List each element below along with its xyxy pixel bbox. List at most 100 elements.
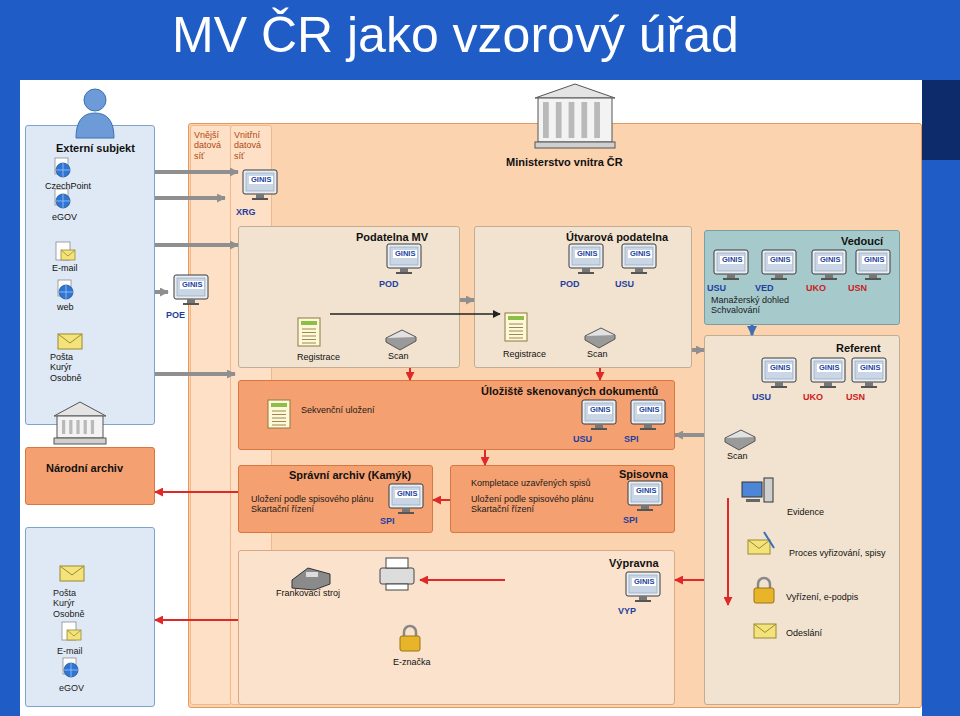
flow-arrow-decor <box>727 498 729 605</box>
flow-arrow <box>433 499 450 501</box>
system-tag: GINIS <box>628 250 652 258</box>
module-code: SPI <box>380 516 395 526</box>
flow-arrow-decor <box>330 313 500 315</box>
document-line <box>272 425 286 426</box>
box-heading: Podatelna MV <box>356 231 428 244</box>
printer-tray <box>386 584 408 590</box>
monitor-stand <box>727 274 735 278</box>
flow-arrow-decor <box>155 196 225 200</box>
monitor-icon <box>389 484 423 508</box>
page-icon <box>56 242 70 260</box>
document-band <box>271 403 287 407</box>
monitor-icon <box>631 400 665 424</box>
icon-caption: Vyřízení, e-podpis <box>786 592 858 602</box>
flow-arrow <box>460 298 474 302</box>
flow-arrow-decor <box>420 579 505 581</box>
system-tag: GINIS <box>634 487 658 495</box>
flow-arrow <box>155 619 238 621</box>
monitor-base <box>821 278 837 280</box>
icon-caption: Scan <box>587 349 608 359</box>
monitor-base <box>635 600 651 602</box>
monitor-screen <box>625 247 653 265</box>
icon-caption: Registrace <box>297 352 340 362</box>
document-line <box>272 418 286 419</box>
box-heading: Spisovna <box>619 468 668 481</box>
monitor-screen <box>815 253 843 271</box>
monitor-screen <box>246 173 274 191</box>
box-heading: Správní archiv (Kamýk) <box>289 469 411 482</box>
module-code: SPI <box>623 515 638 525</box>
monitor-stand <box>865 382 873 386</box>
box-heading: Výpravna <box>609 557 659 570</box>
icon-caption: Proces vyřizování, spisy <box>789 548 886 558</box>
monitor-stand <box>256 194 264 198</box>
diagram-panel <box>20 80 922 716</box>
flow-arrow-decor <box>155 372 235 376</box>
monitor-base <box>820 386 836 388</box>
system-tag: GINIS <box>632 578 656 586</box>
monitor-icon <box>811 358 845 382</box>
icon-caption: E-značka <box>393 657 431 667</box>
monitor-base <box>771 386 787 388</box>
module-code: SPI <box>624 434 639 444</box>
globe-icon <box>56 194 70 208</box>
globe-icon <box>59 285 73 299</box>
flow-arrow <box>675 433 704 437</box>
document-line <box>302 339 316 340</box>
module-code: USN <box>846 392 865 402</box>
monitor-screen <box>634 403 662 421</box>
icon-caption: E-mail <box>52 263 78 273</box>
globe-icon <box>64 663 78 677</box>
system-tag: GINIS <box>575 250 599 258</box>
monitor-icon <box>387 244 421 268</box>
lock-body <box>754 588 774 603</box>
envelope-icon <box>748 540 770 554</box>
monitor-stand <box>400 268 408 272</box>
monitor-base <box>396 272 412 274</box>
building-roof <box>54 402 106 416</box>
box-text: Manažerský dohled Schvalování <box>711 295 806 316</box>
module-code: USU <box>707 283 726 293</box>
monitor-icon <box>856 250 890 274</box>
pc-tower <box>764 478 773 502</box>
box-text: Vnější datová síť <box>194 130 228 161</box>
lock-shackle <box>758 578 770 588</box>
document-line <box>509 327 523 328</box>
module-code: USN <box>848 283 867 293</box>
box-heading: Vedoucí <box>841 235 883 248</box>
monitor-base <box>398 512 414 514</box>
document-band <box>508 316 524 320</box>
system-tag: GINIS <box>393 250 417 258</box>
monitor-base <box>578 272 594 274</box>
building-body <box>57 416 103 438</box>
corner-block <box>922 80 960 160</box>
document-line <box>509 331 523 332</box>
monitor-screen <box>177 278 205 296</box>
building-column <box>84 420 87 434</box>
process-box: Národní archiv <box>25 447 155 505</box>
monitor-stand <box>775 382 783 386</box>
box-text: Uložení podle spisového plánu Skartační … <box>471 494 621 515</box>
monitor-screen <box>814 361 842 379</box>
globe-lines <box>56 194 70 208</box>
box-text: eGOV <box>59 683 84 693</box>
pc-base <box>746 499 760 502</box>
ministry-region: Vnější datová síťVnitřní datová síťPodat… <box>188 123 922 708</box>
process-box: Referent <box>704 335 900 705</box>
system-tag: GINIS <box>395 490 419 498</box>
document-icon <box>268 400 290 428</box>
flow-arrow <box>155 243 238 247</box>
monitor-icon <box>174 275 208 299</box>
building-roof <box>535 84 615 98</box>
monitor-screen <box>859 253 887 271</box>
monitor-stand <box>641 505 649 509</box>
flow-arrow-decor <box>155 290 168 294</box>
page-icon <box>58 280 71 296</box>
envelope-icon <box>61 250 75 260</box>
building-column <box>62 420 65 434</box>
document-line <box>272 411 286 412</box>
document-line <box>272 421 286 422</box>
process-box: VedoucíManažerský dohled Schvalování <box>704 230 900 325</box>
monitor-screen <box>572 247 600 265</box>
